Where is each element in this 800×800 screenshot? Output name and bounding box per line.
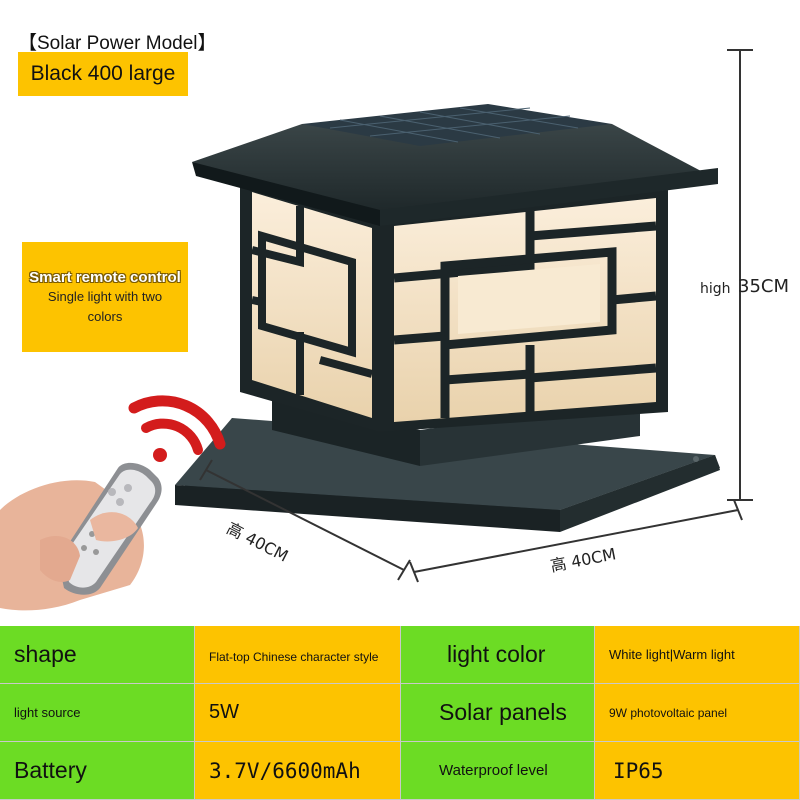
spec-light-source-label: light source [0,684,195,742]
remote-feature-badge: Smart remote control Single light with t… [22,242,188,352]
spec-waterproof-value: IP65 [595,742,800,800]
spec-table: shape Flat-top Chinese character style l… [0,626,800,800]
remote-feature-title: Smart remote control [29,268,181,286]
spec-waterproof-label: Waterproof level [401,742,595,800]
spec-shape-label: shape [0,626,195,684]
height-dimension-line [727,49,753,501]
wireless-signal-icon [128,395,226,462]
height-label: high [700,281,731,297]
depth-dimension-line [199,459,411,581]
model-value: Black 400 large [30,62,176,85]
spec-battery-value: 3.7V/6600mAh [195,742,401,800]
remote-control-icon [0,462,162,611]
width-dimension-line [409,499,743,583]
spec-light-color-label: light color [401,626,595,684]
model-title: 【Solar Power Model】 [18,33,217,54]
spec-light-color-value: White light|Warm light [595,626,800,684]
height-value: 35CM [738,276,790,297]
spec-solar-panels-label: Solar panels [401,684,595,742]
spec-battery-label: Battery [0,742,195,800]
solar-lamp-image [175,104,720,532]
remote-feature-subtitle: Single light with two colors [47,288,163,324]
model-badge: Black 400 large [18,52,188,96]
spec-solar-panels-value: 9W photovoltaic panel [595,684,800,742]
product-illustration [0,49,753,611]
spec-light-source-value: 5W [195,684,401,742]
spec-shape-value: Flat-top Chinese character style [195,626,401,684]
